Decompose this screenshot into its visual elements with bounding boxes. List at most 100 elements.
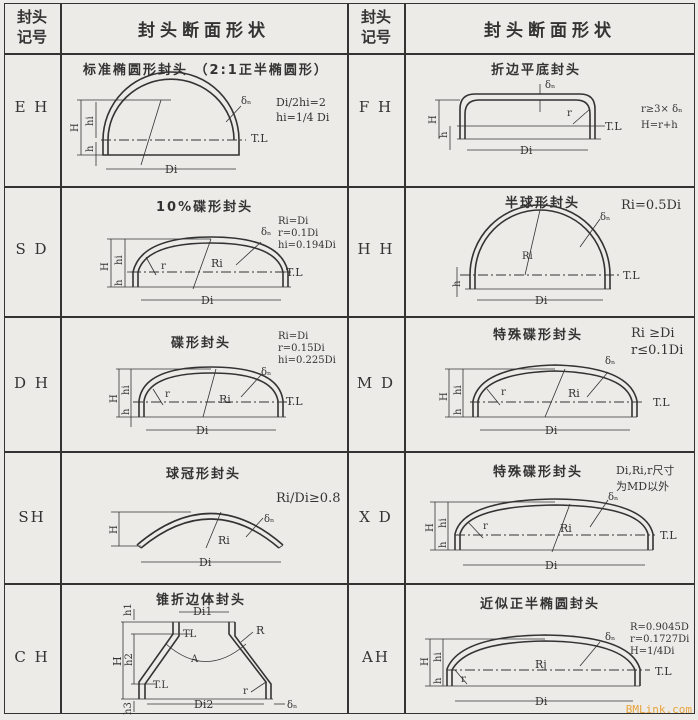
diagram-title: 近似正半椭圆封头 [480,596,600,612]
label-r: r [501,387,506,398]
diagram-title: 特殊碟形封头 [493,327,583,343]
label-tl: T.L [251,132,268,145]
formula: hi=0.225Di [278,355,336,366]
label-ri: Ri [211,257,223,270]
head-code-ah: AH [362,648,390,666]
label-di: Di [520,144,533,157]
head-code-eh: E H [14,98,50,116]
label-h: h [438,541,449,548]
diagram-xd: 特殊碟形封头 Di,Ri,r尺寸 为MD以外 H hi h r Ri δₙ Di… [405,452,695,583]
label-thickness: δₙ [264,514,274,525]
label-tl: T.L [660,529,677,542]
label-di: Di [545,559,558,572]
formula: r=0.1Di [278,228,318,239]
diagram-sh: 球冠形封头 Ri/Di≥0.8 H Ri δₙ Di [61,452,347,583]
label-H: H [109,394,120,403]
label-tl: T.L [286,395,303,408]
diagram-eh: 标准椭圆形封头 （2:1正半椭圆形） H hi h Di δₙ T.L Di/2… [61,54,347,186]
label-hi: hi [453,385,464,395]
diagram-title: 锥折边体封头 [156,592,246,608]
label-di2: Di2 [194,698,213,711]
row-divider [4,451,695,453]
formula: Ri=Di [278,216,308,227]
label-h1: h1 [123,603,134,616]
label-r: r [243,686,248,697]
row-divider [4,186,695,188]
diagram-title: 10%碟形封头 [156,199,253,215]
head-code-sh: SH [18,508,46,526]
head-code-hh: H H [357,240,395,258]
label-thickness: δₙ [545,80,555,91]
diagram-title: 标准椭圆形封头 （2:1正半椭圆形） [82,62,329,78]
header-code-label: 封头 记号 [4,7,60,47]
table-border [4,3,695,714]
diagram-dh: 碟形封头 H hi h r Ri δₙ Di T.L Ri=Di r=0.15D… [61,317,347,451]
diagram-sd: 10%碟形封头 H hi h r Ri δₙ Di T.L Ri=Di r=0.… [61,187,347,316]
diagram-hh: 半球形封头 Ri=0.5Di h Ri δₙ Di T.L [405,187,695,316]
header-code-line1: 封头 [16,8,47,26]
head-code-xd: X D [359,508,393,526]
label-di: Di [201,294,214,307]
label-tl: T.L [653,396,670,409]
formula: r=0.1727Di [630,634,689,645]
formula: r≤0.1Di [631,343,683,358]
label-thickness: δₙ [605,356,615,367]
label-H: H [109,525,120,534]
label-r: r [461,674,466,685]
label-ri: Ri [568,387,580,400]
label-tl-bottom: T.L [153,680,168,691]
diagram-title: 球冠形封头 [166,466,241,482]
label-H: H [420,657,431,666]
column-divider [347,3,349,714]
label-ri: Ri [219,393,231,406]
label-di: Di [535,695,548,708]
label-H: H [425,523,436,532]
diagram-title: 特殊碟形封头 [493,464,583,480]
label-thickness: δₙ [605,632,615,643]
label-h: h [452,280,463,287]
header-shape-label: 封头断面形状 [138,21,270,41]
label-tl-top: TL [183,629,197,640]
header-code-line1: 封头 [360,8,391,26]
head-code-fh: F H [358,98,394,116]
label-di: Di [165,163,178,176]
formula: Ri=0.5Di [621,198,681,213]
formula: H=1/4Di [630,646,674,657]
label-hi: hi [438,518,449,528]
diagram-ah: 近似正半椭圆封头 R=0.9045D r=0.1727Di H=1/4Di H … [405,584,695,714]
label-h3: h3 [123,702,134,715]
label-tl: T.L [655,665,672,678]
label-thickness: δₙ [261,227,271,238]
head-code-ch: C H [14,648,50,666]
label-tl: T.L [605,120,622,133]
label-di1: Di1 [193,605,212,618]
label-tl: T.L [623,269,640,282]
label-hi: hi [433,652,444,662]
label-A: A [190,654,199,665]
label-di: Di [199,556,212,569]
label-di: Di [196,424,209,437]
label-tl: T.L [286,266,303,279]
header-code-label: 封头 记号 [348,7,404,47]
label-H: H [100,262,111,271]
label-thickness: δₙ [608,492,618,503]
formula: R=0.9045D [630,622,689,633]
column-divider [60,3,62,714]
label-H: H [428,115,439,124]
label-h: h [433,677,444,684]
label-h: h [121,408,132,415]
row-divider [4,53,695,55]
formula: r=0.15Di [278,343,325,354]
label-hi: hi [114,255,125,265]
label-di: Di [535,294,548,307]
label-h: h [114,279,125,286]
label-hi: hi [85,116,96,126]
label-thickness: δₙ [600,212,610,223]
formula: Di,Ri,r尺寸 [616,463,674,477]
formula: 为MD以外 [616,480,669,493]
column-divider [404,3,406,714]
formula: r≥3× δₙ [641,104,682,115]
label-h: h [439,131,450,138]
diagram-ch: 锥折边体封头 A TL T.L H h2 h1 h3 Di1 R r Di2 δ… [61,584,347,715]
label-thickness: δₙ [287,700,297,711]
